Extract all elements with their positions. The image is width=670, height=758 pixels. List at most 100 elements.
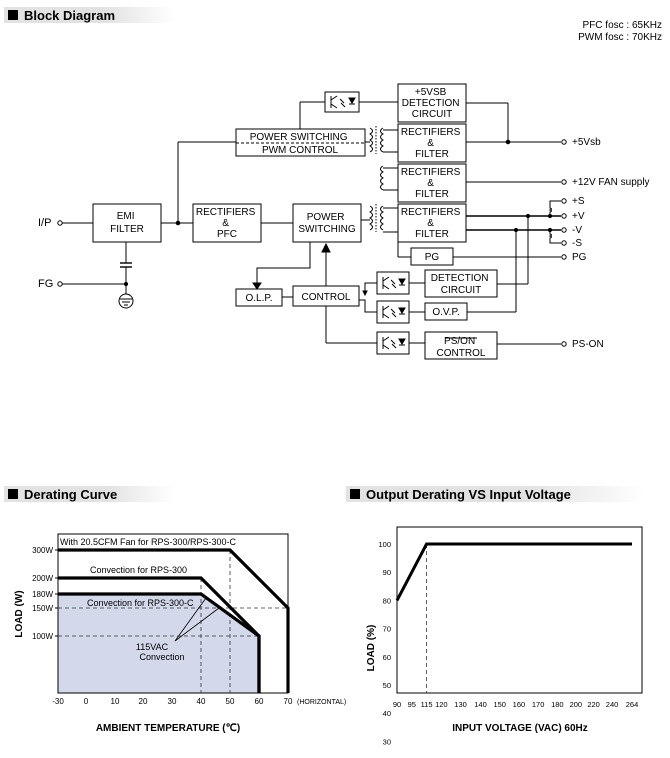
pfc-fosc-label: PFC fosc : 65KHz <box>582 20 662 31</box>
emi-filter-label: EMI FILTER <box>110 211 144 235</box>
derating-curve-header: Derating Curve <box>4 486 174 502</box>
x-tick-20: 20 <box>139 697 148 706</box>
x-tick-70: 70 <box>284 697 293 706</box>
annotation-leader-1 <box>174 597 207 642</box>
terminal-minus-s <box>561 240 567 246</box>
output-plus-s-label: +S <box>572 196 585 207</box>
y-tick-150: 150W <box>32 604 53 613</box>
header-square-icon <box>350 489 360 499</box>
x-tick-120: 120 <box>435 700 448 709</box>
y-tick-100: 100W <box>32 632 53 641</box>
olp-label: O.L.P. <box>245 293 272 304</box>
power-switching-block <box>292 203 362 243</box>
x-tick-180: 180 <box>551 700 564 709</box>
x-tick-95: 95 <box>408 700 416 709</box>
transformer-icon <box>369 204 384 232</box>
detection-circuit-label: DETECTION CIRCUIT <box>431 273 492 296</box>
control-label: CONTROL <box>302 292 351 303</box>
output-minus-s-label: -S <box>572 238 582 249</box>
fg-label: FG <box>38 278 53 290</box>
y-tick-30: 30 <box>383 737 391 746</box>
ovp-label: O.V.P. <box>432 307 459 318</box>
pwm-fosc-label: PWM fosc : 70KHz <box>578 32 662 43</box>
derating-x-axis-label: AMBIENT TEMPERATURE (℃) <box>96 723 240 734</box>
terminal-5vsb <box>561 139 567 145</box>
annotation-115vac: 115VAC <box>136 642 169 652</box>
transformer-icon <box>369 126 384 154</box>
terminal-plus-v <box>561 213 567 219</box>
header-square-icon <box>8 489 18 499</box>
terminal-ps-on <box>561 341 567 347</box>
ps-on-control-label: PS/ON CONTROL <box>437 336 486 359</box>
x-tick-30: 30 <box>168 697 177 706</box>
terminal-minus-v <box>561 227 567 233</box>
y-tick-300: 300W <box>32 546 53 555</box>
annotation-leader-2 <box>174 607 220 642</box>
terminal-fan <box>561 179 567 185</box>
output-minus-v-label: -V <box>572 225 582 236</box>
pg-block-label: PG <box>425 252 440 263</box>
x-tick-50: 50 <box>226 697 235 706</box>
x-tick-264: 264 <box>626 700 639 709</box>
rectifiers-filter-block-3 <box>397 203 467 243</box>
annotation-convection: Convection <box>139 652 184 662</box>
ip-terminal <box>57 220 63 226</box>
block-diagram-title: Block Diagram <box>24 7 116 23</box>
y-tick-60: 60 <box>383 653 391 662</box>
rectifiers-filter-block-2 <box>397 163 467 203</box>
y-tick-50: 50 <box>383 681 391 690</box>
optocoupler-icon <box>376 300 410 324</box>
output-derating-x-axis-label: INPUT VOLTAGE (VAC) 60Hz <box>452 723 588 734</box>
output-derating-header: Output Derating VS Input Voltage <box>346 486 646 502</box>
ps-on-control-block <box>424 331 498 360</box>
x-tick-220: 220 <box>587 700 600 709</box>
derating-series-line-2 <box>58 576 261 693</box>
x-tick-10: 10 <box>111 697 120 706</box>
output-plus-v-label: +V <box>572 211 585 222</box>
derating-y-axis-label: LOAD (W) <box>14 590 25 637</box>
output-derating-plot-frame <box>396 526 643 694</box>
derating-plot-frame <box>57 533 289 694</box>
x-axis-suffix: (HORIZONTAL) <box>297 699 346 706</box>
optocoupler-icon <box>324 91 360 113</box>
header-square-icon <box>8 10 18 20</box>
y-tick-180: 180W <box>32 590 53 599</box>
block-diagram-header: Block Diagram <box>4 7 174 23</box>
rectifiers-filter-label-3: RECTIFIERS & FILTER <box>401 207 463 240</box>
y-tick-80: 80 <box>383 596 391 605</box>
rectifiers-filter-label-1: RECTIFIERS & FILTER <box>401 127 463 160</box>
block-diagram: I/P FG EMI FILTER RECTIFIERS & PFC POWER… <box>38 83 650 360</box>
output-5vsb-label: +5Vsb <box>572 137 601 148</box>
rectifiers-filter-label-2: RECTIFIERS & FILTER <box>401 167 463 200</box>
terminal-pg <box>561 254 567 260</box>
derating-series-line-1 <box>58 548 290 693</box>
power-switching-pwm-label: POWER SWITCHING PWM CONTROL <box>250 132 351 156</box>
y-tick-90: 90 <box>383 568 391 577</box>
x-tick-90: 90 <box>393 700 401 709</box>
fg-terminal <box>57 281 63 287</box>
output-derating-title: Output Derating VS Input Voltage <box>366 486 571 502</box>
x-tick-115: 115 <box>421 700 433 709</box>
optocoupler-icon <box>376 331 410 355</box>
x-tick-240: 240 <box>606 700 619 709</box>
vsb-detection-label: +5VSB DETECTION CIRCUIT <box>402 87 463 120</box>
x-tick-60: 60 <box>255 697 264 706</box>
power-switching-label: POWER SWITCHING <box>298 212 355 235</box>
output-derating-y-axis-label: LOAD (%) <box>366 625 377 672</box>
rectifiers-pfc-label: RECTIFIERS & PFC <box>196 207 258 240</box>
derating-shaded-area <box>58 594 259 693</box>
y-tick-100: 100 <box>378 540 391 549</box>
x-tick--30: -30 <box>52 697 64 706</box>
earth-ground-icon <box>118 293 134 309</box>
x-tick-130: 130 <box>454 700 467 709</box>
x-tick-160: 160 <box>513 700 526 709</box>
derating-curve-title: Derating Curve <box>24 486 118 502</box>
x-tick-170: 170 <box>532 700 545 709</box>
terminal-plus-s <box>561 198 567 204</box>
optocoupler-icon <box>376 271 410 295</box>
y-tick-70: 70 <box>383 625 391 634</box>
x-tick-40: 40 <box>197 697 206 706</box>
transformer-icon <box>380 165 384 191</box>
y-tick-40: 40 <box>383 709 391 718</box>
y-tick-200: 200W <box>32 574 53 583</box>
